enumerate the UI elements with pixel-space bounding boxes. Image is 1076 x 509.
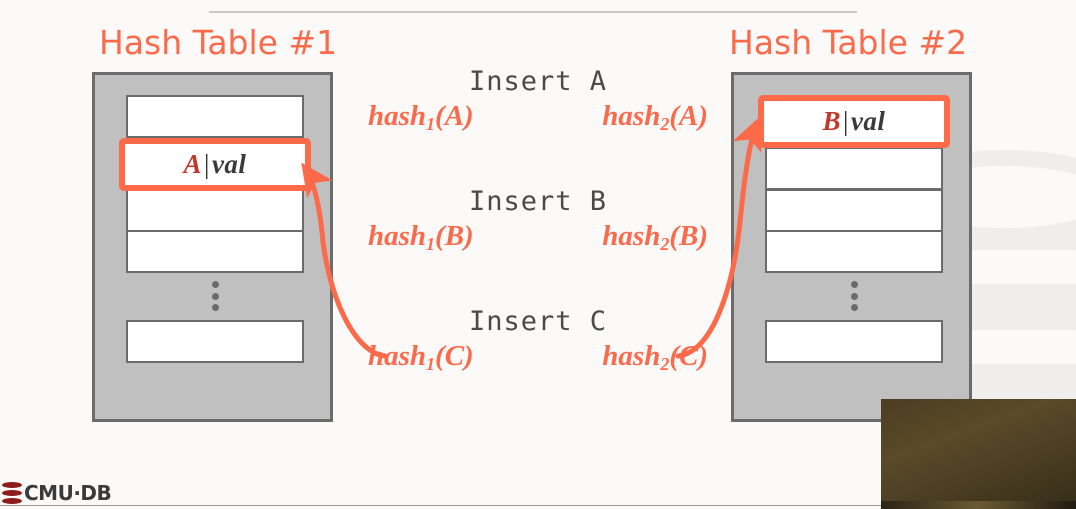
operation-label-2: Insert C	[468, 306, 608, 337]
cmu-db-logo[interactable]: CMU·DB	[2, 481, 112, 505]
hash-row-2: hash1(C) hash2(C)	[368, 340, 708, 375]
hash-table-2: B|val	[731, 72, 972, 422]
hash2-b-label: hash2(B)	[602, 220, 708, 255]
right-table-title: Hash Table #2	[729, 23, 968, 62]
hash1-b-label: hash1(B)	[368, 220, 474, 255]
hash1-a-label: hash1(A)	[368, 100, 474, 135]
left-table-ellipsis-icon	[126, 281, 304, 311]
left-slot-1-key: A	[183, 149, 203, 179]
video-bottom-strip	[881, 501, 1076, 509]
right-slot-0-highlighted[interactable]: B|val	[758, 95, 950, 148]
left-slot-1-highlighted[interactable]: A|val	[119, 138, 311, 191]
hash1-c-label: hash1(C)	[368, 340, 474, 375]
left-slot-0[interactable]	[126, 95, 304, 138]
speaker-video-overlay[interactable]	[881, 399, 1076, 509]
database-cylinder-icon	[2, 482, 22, 504]
left-slot-1-separator: |	[204, 149, 210, 179]
left-slot-last[interactable]	[126, 320, 304, 363]
right-slot-last[interactable]	[765, 320, 943, 363]
right-slot-2[interactable]	[765, 189, 943, 232]
right-slot-0-key: B	[822, 106, 842, 136]
hash-row-1: hash1(B) hash2(B)	[368, 220, 708, 255]
right-slot-3[interactable]	[765, 230, 943, 273]
right-slot-0-separator: |	[843, 106, 849, 136]
left-slot-3[interactable]	[126, 230, 304, 273]
right-slot-1[interactable]	[765, 147, 943, 190]
right-slot-0-value: val	[850, 106, 886, 136]
right-slot-0-entry: B|val	[823, 106, 886, 137]
bottom-divider	[0, 505, 1076, 506]
left-table-title: Hash Table #1	[99, 23, 338, 62]
hash2-a-label: hash2(A)	[602, 100, 708, 135]
top-divider	[209, 11, 857, 13]
operation-label-0: Insert A	[468, 66, 608, 97]
cmu-db-logo-text: CMU·DB	[24, 481, 112, 505]
operation-label-1: Insert B	[468, 186, 608, 217]
hash-row-0: hash1(A) hash2(A)	[368, 100, 708, 135]
right-table-ellipsis-icon	[765, 281, 943, 311]
hash2-c-label: hash2(C)	[602, 340, 708, 375]
left-slot-2[interactable]	[126, 189, 304, 232]
left-slot-1-entry: A|val	[184, 149, 247, 180]
left-slot-1-value: val	[211, 149, 247, 179]
hash-table-1: A|val	[92, 72, 333, 422]
